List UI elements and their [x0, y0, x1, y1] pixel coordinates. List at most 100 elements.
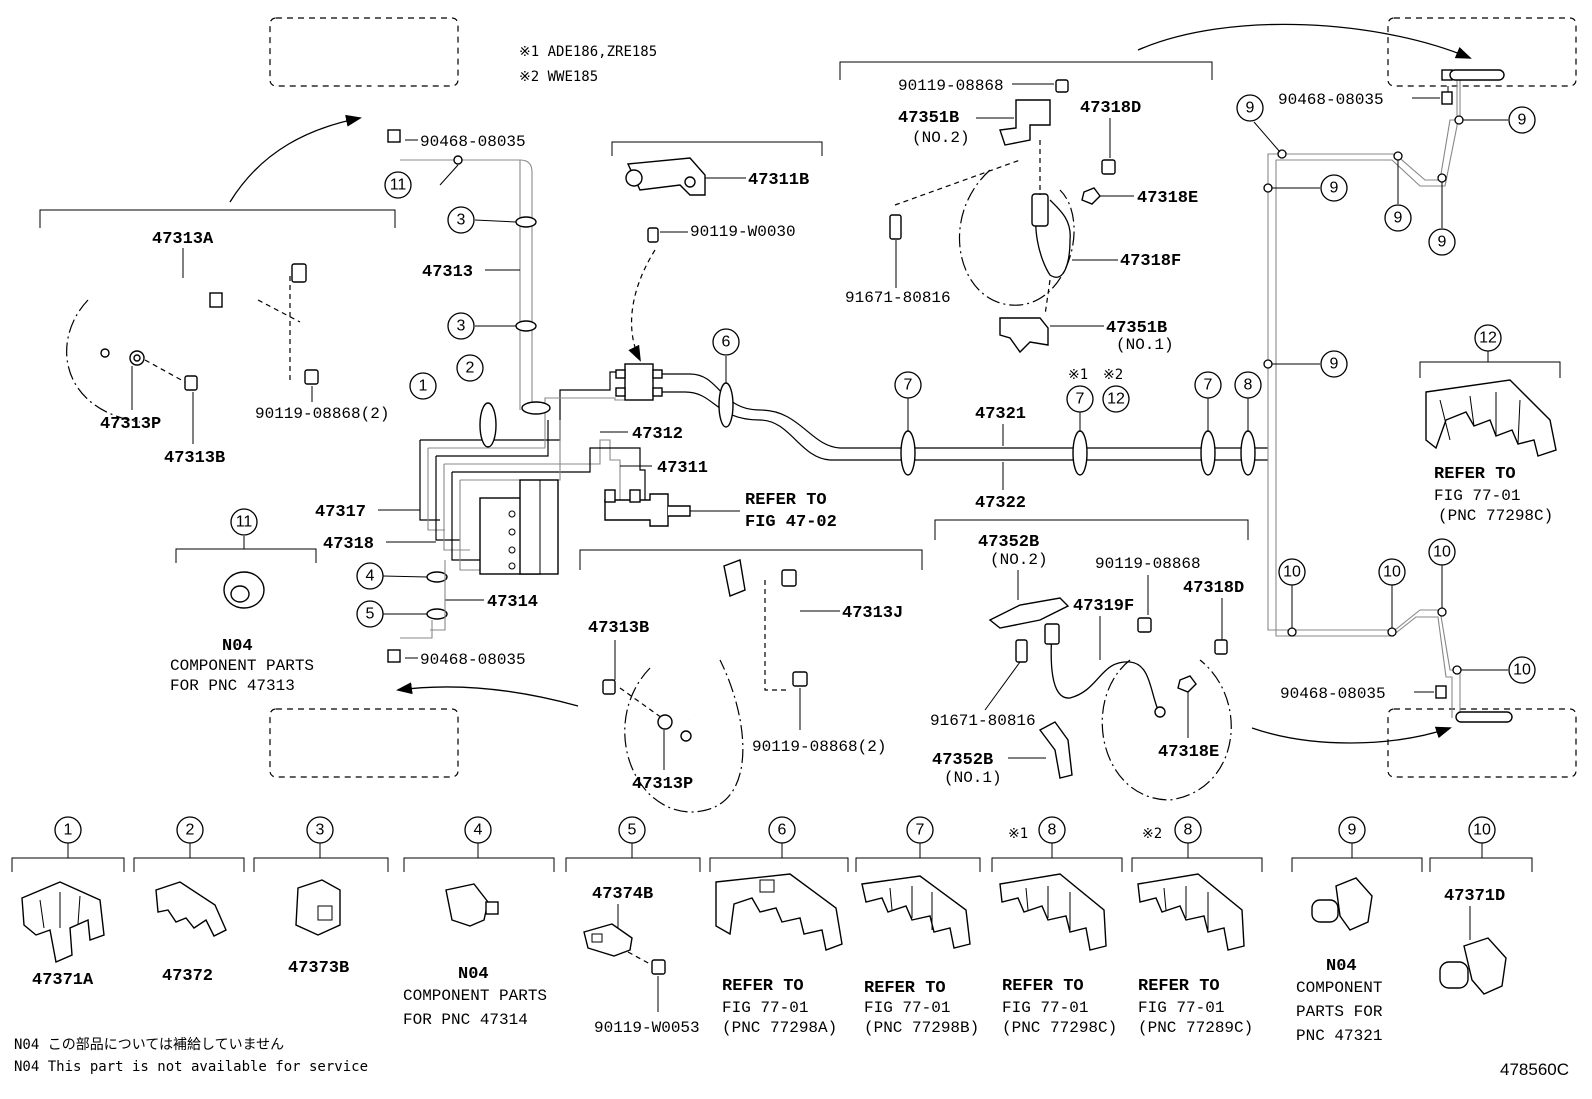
refer-c8a-line2: FIG 77-01 — [1002, 999, 1088, 1017]
part-47373B: 47373B — [288, 959, 349, 978]
refer-c7-line2: FIG 77-01 — [864, 999, 950, 1017]
upper-right-area-box — [1387, 17, 1577, 87]
callout-4-a: 4 — [356, 562, 384, 590]
svg-text:3: 3 — [457, 212, 466, 229]
part-47313B-b: 47313B — [588, 619, 649, 638]
refer-c6-line3: (PNC 77298A) — [722, 1019, 837, 1037]
hose-47318f — [1035, 199, 1071, 278]
clip-n04-a-shape — [445, 883, 499, 927]
callout-2-b: 2 — [176, 816, 204, 844]
arrow-to-lower-right — [1251, 726, 1452, 744]
n04-label-a: N04 — [222, 637, 253, 656]
part-90119-08868-2-b: 90119-08868(2) — [752, 738, 886, 756]
grommet-shape — [223, 571, 265, 609]
svg-text:9: 9 — [1330, 356, 1339, 373]
callout-9-c: 9 — [1320, 174, 1348, 202]
clamp-2 — [521, 401, 551, 415]
callout-1-a: 1 — [409, 372, 437, 400]
part-90119-W0030: 90119-W0030 — [690, 223, 796, 241]
lower-right-area-box — [1387, 708, 1577, 778]
refer-c6-line2: FIG 77-01 — [722, 999, 808, 1017]
no2-a: (NO.2) — [912, 129, 970, 147]
master-cylinder — [604, 489, 740, 527]
part-47321: 47321 — [975, 405, 1026, 424]
part-47322: 47322 — [975, 494, 1026, 513]
refer-c8b-line2: FIG 77-01 — [1138, 999, 1224, 1017]
svg-text:3: 3 — [457, 318, 466, 335]
callout-10-e: 10 — [1468, 816, 1496, 844]
svg-text:11: 11 — [390, 177, 407, 194]
part-47311: 47311 — [657, 459, 708, 478]
svg-text:6: 6 — [722, 334, 731, 351]
refer-c12-line3: (PNC 77298C) — [1438, 507, 1553, 525]
clip-47371d-shape — [1439, 937, 1507, 995]
svg-text:12: 12 — [1107, 391, 1125, 408]
part-47314: 47314 — [487, 593, 538, 612]
svg-text:7: 7 — [1076, 391, 1085, 408]
part-90468-08035-d: 90468-08035 — [1280, 685, 1386, 703]
part-90468-08035-a: 90468-08035 — [420, 133, 526, 151]
refer-c12-line2: FIG 77-01 — [1434, 487, 1520, 505]
clip-12-shape — [1425, 379, 1557, 457]
callout-10-d: 10 — [1508, 656, 1536, 684]
callout-9-e: 9 — [1428, 228, 1456, 256]
svg-text:4: 4 — [474, 822, 483, 839]
refer-c12-line1: REFER TO — [1434, 465, 1516, 484]
bracket-47311b — [625, 157, 706, 196]
refer-fig-47-02-line1: REFER TO — [745, 491, 827, 510]
svg-text:2: 2 — [186, 822, 195, 839]
junction-block — [624, 363, 654, 401]
part-47313: 47313 — [422, 263, 473, 282]
arrow-to-upper-left — [229, 114, 362, 203]
callout-5-b: 5 — [618, 816, 646, 844]
clip-47372-shape — [155, 881, 227, 937]
callout-3-a: 3 — [447, 206, 475, 234]
part-47372: 47372 — [162, 967, 213, 986]
svg-text:5: 5 — [628, 822, 637, 839]
variant-mark-2: ※2 — [1103, 367, 1123, 383]
part-90119-08868-2-a: 90119-08868(2) — [255, 405, 389, 423]
arrow-to-upper-right — [1137, 23, 1472, 59]
clip-47371a-shape — [21, 881, 105, 963]
svg-text:10: 10 — [1383, 564, 1401, 581]
part-91671-80816-b: 91671-80816 — [930, 712, 1036, 730]
component-c-line3: PNC 47321 — [1296, 1027, 1382, 1045]
callout-4-b: 4 — [464, 816, 492, 844]
part-47318D-a: 47318D — [1080, 99, 1141, 118]
callout-3-c: 3 — [306, 816, 334, 844]
callout-11-b: 11 — [230, 508, 258, 536]
callout-8-c: 8 — [1174, 816, 1202, 844]
refer-c8a-line3: (PNC 77298C) — [1002, 1019, 1117, 1037]
variant-note-2: ※2 WWE185 — [519, 69, 598, 85]
svg-text:10: 10 — [1473, 822, 1491, 839]
svg-text:7: 7 — [1204, 377, 1213, 394]
part-47371A: 47371A — [32, 971, 94, 990]
callout-11-a: 11 — [384, 171, 412, 199]
part-47313B-a: 47313B — [164, 449, 225, 468]
variant-mark-1: ※1 — [1068, 367, 1088, 383]
svg-text:9: 9 — [1330, 180, 1339, 197]
no1-a: (NO.1) — [1116, 336, 1174, 354]
svg-text:1: 1 — [64, 822, 73, 839]
part-47352B-b: 47352B — [932, 751, 993, 770]
clamp-1 — [479, 402, 497, 448]
component-b-line2: FOR PNC 47314 — [403, 1011, 528, 1029]
refer-c8b-line3: (PNC 77289C) — [1138, 1019, 1253, 1037]
n04-label-c: N04 — [1326, 957, 1357, 976]
part-47351B-b: 47351B — [1106, 319, 1167, 338]
svg-text:8: 8 — [1244, 377, 1253, 394]
svg-text:10: 10 — [1283, 564, 1301, 581]
part-47318E-a: 47318E — [1137, 189, 1198, 208]
callout-7-d: 7 — [906, 816, 934, 844]
refer-c8a-line1: REFER TO — [1002, 977, 1084, 996]
part-47371D: 47371D — [1444, 887, 1505, 906]
callout-2-a: 2 — [456, 354, 484, 382]
svg-text:10: 10 — [1513, 662, 1531, 679]
part-47313P-b: 47313P — [632, 775, 693, 794]
svg-text:8: 8 — [1184, 822, 1193, 839]
bracket-47313a — [39, 209, 396, 228]
part-47319F: 47319F — [1073, 597, 1134, 616]
svg-text:3: 3 — [316, 822, 325, 839]
svg-text:9: 9 — [1438, 234, 1447, 251]
